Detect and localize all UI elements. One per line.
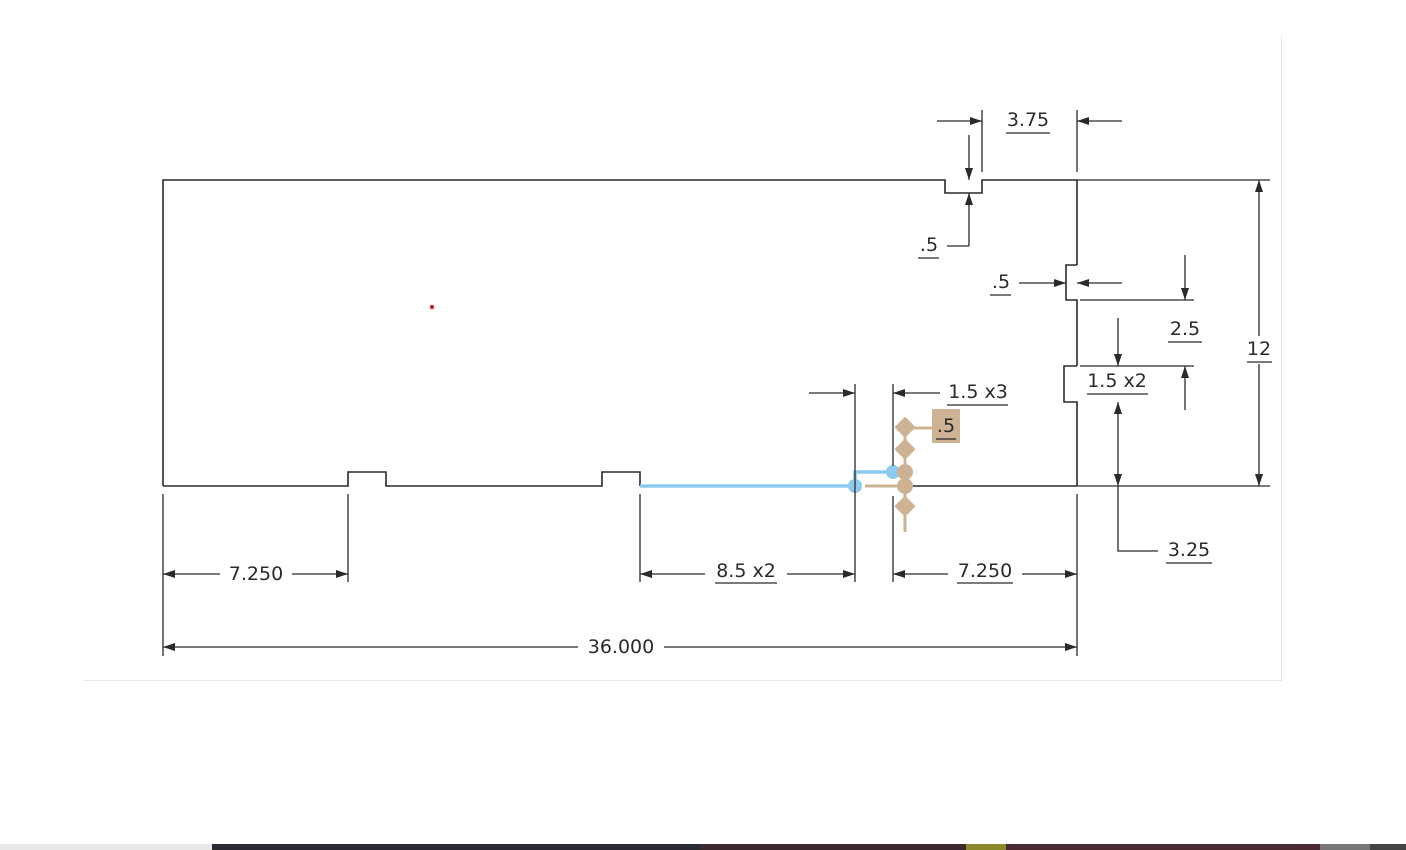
dim-side-slot-from-bottom[interactable]: 3.25 bbox=[1114, 402, 1212, 564]
manipulator-handles[interactable] bbox=[865, 409, 960, 532]
diamond-handle-icon[interactable] bbox=[894, 495, 916, 517]
dim-label[interactable]: 7.250 bbox=[229, 563, 283, 585]
dim-side-notch-depth[interactable]: .5 bbox=[990, 271, 1122, 296]
dim-label[interactable]: .5 bbox=[992, 271, 1010, 293]
dim-label[interactable]: 7.250 bbox=[958, 560, 1012, 582]
dim-top-notch-offset[interactable]: 3.75 bbox=[937, 109, 1122, 172]
dim-notch-spacing[interactable]: 8.5 x2 bbox=[639, 494, 855, 584]
selected-segment[interactable] bbox=[640, 465, 900, 493]
dim-side-notch-position[interactable]: 2.5 bbox=[1080, 255, 1202, 410]
dim-label[interactable]: 36.000 bbox=[588, 636, 654, 658]
bottom-toolbar-strip bbox=[0, 844, 1406, 850]
dim-label[interactable]: 1.5 x2 bbox=[1087, 370, 1147, 392]
dim-right-offset[interactable]: 7.250 bbox=[893, 494, 1078, 656]
diamond-handle-icon[interactable] bbox=[894, 416, 916, 438]
dim-label[interactable]: 2.5 bbox=[1170, 318, 1200, 340]
dim-selected-notch-depth[interactable]: .5 bbox=[936, 415, 956, 440]
point-handle-icon[interactable] bbox=[897, 464, 913, 480]
dim-label[interactable]: 12 bbox=[1247, 338, 1271, 360]
sketch-canvas[interactable] bbox=[83, 36, 1282, 681]
dim-height[interactable]: 12 bbox=[1247, 180, 1272, 486]
dim-overall-length[interactable]: 36.000 bbox=[163, 636, 1077, 658]
outline-right-side-slot[interactable] bbox=[1063, 365, 1078, 486]
dim-selected-notch-width[interactable]: 1.5 x3 bbox=[809, 381, 1008, 582]
part-outline[interactable] bbox=[162, 179, 1270, 487]
outline-right-side-notch[interactable] bbox=[1065, 264, 1078, 366]
dim-left-offset[interactable]: 7.250 bbox=[162, 494, 349, 656]
dim-top-notch-depth[interactable]: .5 bbox=[918, 135, 973, 259]
dim-side-slot-width[interactable]: 1.5 x2 bbox=[1087, 318, 1148, 395]
point-handle-icon[interactable] bbox=[897, 478, 913, 494]
outline-top-left-segment[interactable] bbox=[162, 179, 1078, 486]
origin-point bbox=[429, 304, 435, 310]
active-dimension-box[interactable] bbox=[932, 409, 960, 443]
dim-label[interactable]: .5 bbox=[920, 234, 938, 256]
dim-label[interactable]: 3.75 bbox=[1007, 109, 1049, 131]
outline-bottom-left[interactable] bbox=[163, 471, 641, 487]
dim-label[interactable]: 3.25 bbox=[1168, 539, 1210, 561]
selection-notch-handle[interactable] bbox=[886, 465, 900, 479]
dim-label[interactable]: .5 bbox=[937, 415, 955, 437]
diamond-handle-icon[interactable] bbox=[894, 438, 916, 460]
dim-label[interactable]: 1.5 x3 bbox=[948, 381, 1008, 403]
dim-label[interactable]: 8.5 x2 bbox=[716, 560, 776, 582]
